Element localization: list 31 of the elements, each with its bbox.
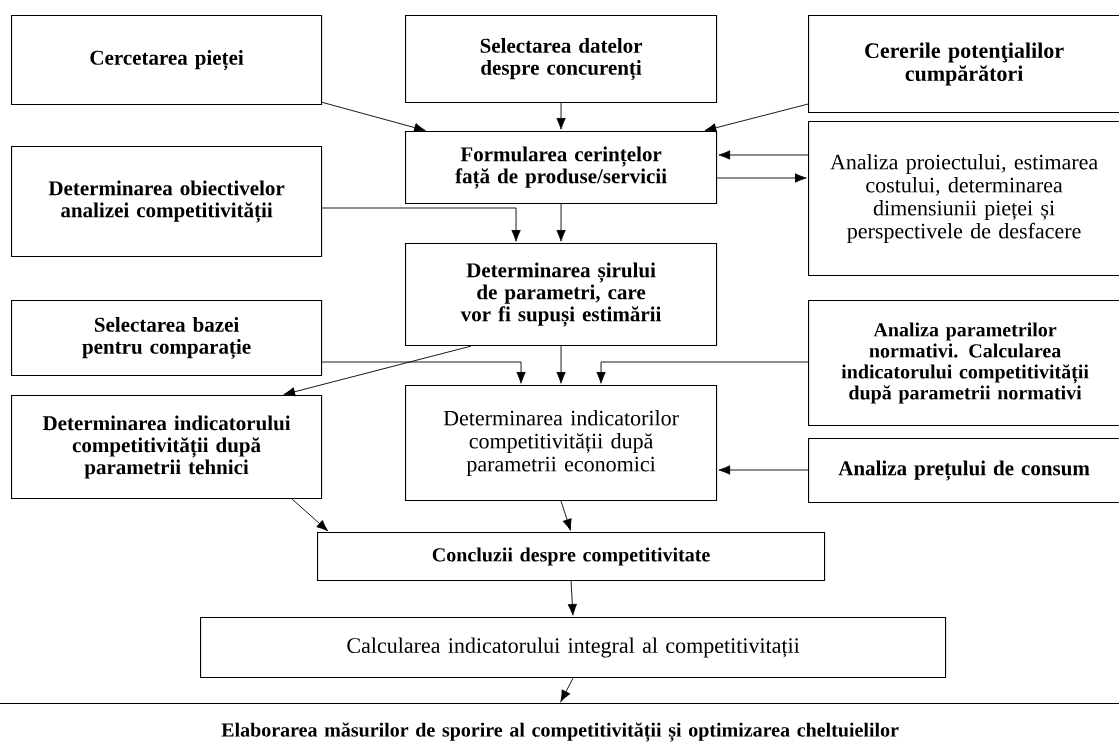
arrow — [321, 207, 521, 242]
arrow — [718, 150, 809, 160]
arrow — [567, 580, 577, 616]
process-box: Determinarea indicatorului competitivității după parametrii tehnici — [11, 395, 323, 500]
arrow — [560, 677, 574, 702]
arrow — [291, 498, 329, 532]
process-box: Determinarea obiectivelor analizei competitivității — [11, 146, 323, 258]
arrow — [718, 465, 809, 475]
arrow — [704, 103, 809, 133]
process-box: Determinarea șirului de parametri, care vor fi supuși estimării — [405, 243, 718, 347]
arrow — [556, 102, 566, 130]
arrow — [556, 203, 566, 242]
process-box: Selectarea datelor despre concurenți — [405, 15, 718, 104]
process-box: Formularea cerințelor față de produse/servicii — [405, 131, 718, 205]
process-box: Analiza proiectului, estimarea costului, determinarea dimensiunii pieței și perspectivele de desfacere — [808, 121, 1119, 277]
arrow — [596, 361, 809, 384]
process-box: Determinarea indicatorilor competitivității după parametrii economici — [405, 385, 718, 502]
process-box: Cercetarea pieței — [11, 15, 323, 106]
arrow — [556, 345, 566, 384]
process-box: Analiza parametrilor normativi. Calcularea indicatorului competitivității după parametrii normativi — [808, 300, 1119, 427]
process-box: Analiza prețului de consum — [808, 438, 1119, 504]
arrow — [283, 345, 472, 397]
process-box: Concluzii despre competitivitate — [317, 532, 826, 582]
process-box: Cererile potenţialilor cumpărători — [808, 15, 1119, 114]
arrow — [321, 361, 526, 384]
process-box: Calcularea indicatorului integral al competitivitații — [200, 617, 947, 679]
arrow — [716, 173, 807, 183]
process-box: Elaborarea măsurilor de sporire al competitivității și optimizarea cheltuielilor — [0, 703, 1119, 753]
arrow — [560, 500, 572, 531]
process-box: Selectarea bazei pentru comparație — [11, 300, 323, 377]
arrow — [321, 101, 426, 133]
